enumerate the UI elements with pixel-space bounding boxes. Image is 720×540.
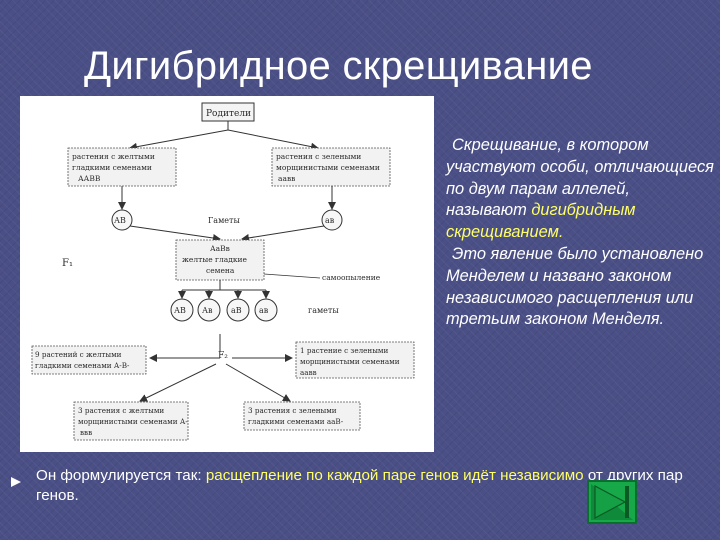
parent-right-box	[271, 147, 391, 187]
mendel-paragraph: Это явление было установлено Менделем и …	[446, 244, 704, 329]
result-4-box	[243, 401, 361, 431]
definition-paragraph: Скрещивание, в котором участвуют особи, …	[446, 135, 714, 244]
f1-gamete-1	[170, 298, 194, 322]
f1-line-1: АаВв	[210, 244, 230, 253]
parent-left-line-1: растения с желтыми	[72, 152, 155, 161]
result-3-line-3: ввв	[80, 428, 92, 437]
parent-left-line-2: гладкими семенами	[72, 163, 152, 172]
f1-line-2: желтые гладкие	[182, 255, 248, 264]
law-plain-end: от других пар генов.	[36, 467, 683, 504]
f1-gamete-2	[197, 298, 221, 322]
dihybrid-cross-diagram: Родители растения с желтыми гладкими сем…	[20, 96, 434, 452]
definition-highlight: дигибридным скрещиванием.	[446, 201, 636, 242]
result-3-line-1: 3 растения с желтыми	[78, 406, 164, 415]
result-2-line-1: 1 растение с зелеными	[300, 346, 389, 355]
result-4-line-2: гладкими семенами ааВ-	[248, 417, 344, 426]
f1-box	[175, 239, 265, 281]
f1-label: F₁	[62, 258, 73, 269]
law-highlight: расщепление по каждой паре генов идёт не…	[205, 467, 584, 484]
gametes-label-2: гаметы	[308, 306, 339, 315]
parent-left-box	[67, 147, 177, 187]
definition-text: Скрещивание, в котором участвуют особи, …	[446, 135, 714, 331]
gamete-left-circle	[111, 209, 133, 231]
f1-gamete-4-label: ав	[259, 306, 269, 315]
result-1-box	[31, 345, 147, 375]
result-3-box	[73, 401, 189, 441]
parent-right-line-1: растения с зелеными	[276, 152, 361, 161]
f1-gamete-1-label: АВ	[174, 306, 186, 315]
result-3-line-2: морщинистыми семенами А-	[78, 417, 188, 426]
result-1-line-1: 9 растений с желтыми	[35, 350, 122, 359]
law-formulation: Он формулируется так: расщепление по каж…	[36, 466, 696, 506]
triangle-bullet-icon	[11, 477, 21, 487]
result-2-line-2: морщинистыми семенами	[300, 357, 400, 366]
next-slide-button[interactable]	[587, 480, 637, 524]
f2-label: F₂	[218, 351, 228, 361]
f1-line-3: семена	[206, 266, 235, 275]
f1-gamete-3	[226, 298, 250, 322]
result-1-line-2: гладкими семенами А-В-	[35, 361, 130, 370]
parents-label: Родители	[206, 109, 251, 119]
next-slide-icon	[594, 485, 629, 519]
gamete-right-circle	[321, 209, 343, 231]
parent-right-line-3: аавв	[278, 174, 295, 183]
result-2-line-3: аавв	[300, 368, 317, 377]
parent-right-line-2: морщинистыми семенами	[276, 163, 380, 172]
law-plain: Он формулируется так:	[36, 467, 206, 484]
gametes-label: Гаметы	[208, 216, 240, 225]
definition-plain: Скрещивание, в котором участвуют особи, …	[446, 136, 714, 220]
f1-gamete-3-label: аВ	[231, 306, 242, 315]
result-2-box	[295, 341, 415, 379]
slide-title: Дигибридное скрещивание	[84, 44, 593, 88]
gamete-right-label: ав	[325, 216, 335, 225]
gamete-left-label: АВ	[114, 216, 126, 225]
f1-gamete-2-label: Ав	[202, 306, 213, 315]
parent-left-line-3: ААВВ	[78, 174, 101, 183]
f1-gamete-4	[254, 298, 278, 322]
selfing-label: самоопыление	[322, 273, 381, 282]
result-4-line-1: 3 растения с зелеными	[248, 406, 337, 415]
